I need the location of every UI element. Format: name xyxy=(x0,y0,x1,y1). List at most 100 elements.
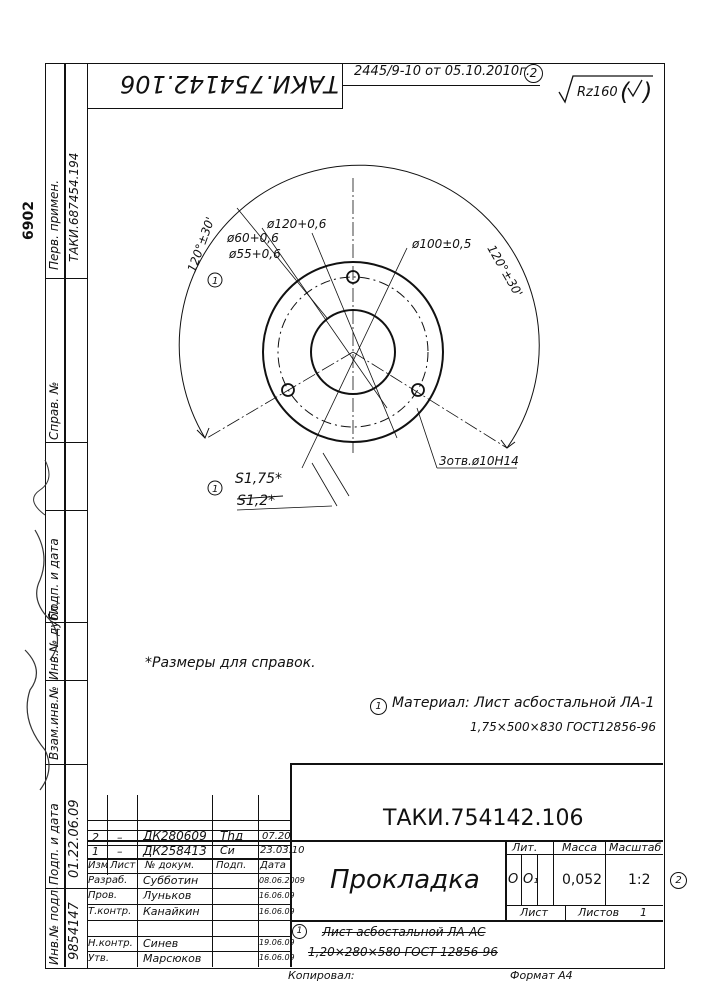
hdr-podp: Подп. xyxy=(216,860,247,871)
name-right xyxy=(505,840,507,920)
hole-left xyxy=(281,383,295,397)
scale-change-mark: 2 xyxy=(670,872,687,889)
rev1-podp: Си xyxy=(220,844,235,857)
lms-header-bottom xyxy=(505,854,663,855)
rev2-date: 07.20 xyxy=(262,831,291,842)
scale-label: Масштаб xyxy=(609,841,662,854)
dia120: ø120+0,6 xyxy=(266,217,327,231)
svg-text:(: ( xyxy=(620,78,631,106)
rev2-izm: 2 xyxy=(92,831,99,844)
hole-right xyxy=(411,383,425,397)
lit-c-b xyxy=(537,855,538,905)
person1-role: Пров. xyxy=(88,890,118,901)
side-signatures xyxy=(24,459,59,791)
change-note-box xyxy=(342,63,540,86)
designation: ТАКИ.754142.106 xyxy=(383,806,584,831)
person4-date: 19.06.09 xyxy=(259,938,295,947)
tb-designation-bottom xyxy=(87,840,663,842)
change-mark-circle: 2 xyxy=(524,64,543,83)
roughness-text: Rz160 xyxy=(577,85,618,100)
person4-role: Н.контр. xyxy=(88,938,133,949)
old-material-mark: 1 xyxy=(292,924,307,939)
person1-date: 16.06.09 xyxy=(259,891,295,900)
strip-line-6 xyxy=(45,764,87,766)
old-material-line2: 1,20×280×580 ГОСТ 12856-96 xyxy=(308,945,498,959)
roughness-symbol: Rz160 ( ) xyxy=(558,75,653,106)
rev-top xyxy=(87,820,290,821)
name-bottom xyxy=(290,920,663,922)
dia60: ø60+0,6 xyxy=(226,231,279,245)
lms-c1 xyxy=(553,840,555,905)
rev1-date: 23.03.10 xyxy=(260,845,305,856)
hdr-izm: Изм xyxy=(88,860,109,871)
left-strip xyxy=(45,63,88,969)
person2-role: Т.контр. xyxy=(88,906,132,917)
rev1-izm: 1 xyxy=(92,845,99,858)
rev-r8 xyxy=(87,936,290,937)
angle-left: 120°±30' xyxy=(185,215,218,274)
lms-c2 xyxy=(605,840,607,905)
mark-1-a: 1 xyxy=(212,276,218,287)
hdr-list: Лист xyxy=(110,860,136,871)
person4-name: Синев xyxy=(143,937,179,950)
rev-r9 xyxy=(87,951,290,952)
rev2-list: – xyxy=(117,831,123,844)
holes-note: 3отв.ø10H14 xyxy=(439,454,519,468)
sprav-label: Справ. № xyxy=(47,381,61,440)
top-code-mirrored: ТАКИ.754142.106 xyxy=(120,70,339,98)
top-code-box xyxy=(87,63,343,109)
sheet-label: Лист xyxy=(520,906,548,919)
perv-primen-label: Перв. примен. xyxy=(47,179,61,270)
podp-date-value: 01.22.06.09 xyxy=(67,799,82,878)
s175: S1,75* xyxy=(235,471,282,487)
mark-1-b: 1 xyxy=(212,484,218,495)
person0-date: 08.06.2009 xyxy=(259,876,305,885)
rev2-doc: ДК280609 xyxy=(143,829,207,843)
strip-divider xyxy=(64,63,66,967)
hdr-doc: № докум. xyxy=(145,860,195,871)
material-mark-circle: 1 xyxy=(370,698,387,715)
perv-primen-value: ТАКИ.687454.194 xyxy=(67,152,81,262)
svg-text:): ) xyxy=(641,78,652,106)
material-line2: 1,75×500×830 ГОСТ12856-96 xyxy=(470,720,657,734)
person0-role: Разраб. xyxy=(88,875,128,886)
rev-c2 xyxy=(137,795,139,967)
strip-line-3 xyxy=(45,510,87,512)
rev-r2 xyxy=(87,845,290,846)
rev-r7 xyxy=(87,920,290,921)
angle-right: 120°±30' xyxy=(484,243,525,300)
person5-name: Марсюков xyxy=(143,952,202,965)
person2-date: 16.06.09 xyxy=(259,907,295,916)
part-name: Прокладка xyxy=(330,865,480,895)
rev-r1 xyxy=(87,830,290,831)
dia55: ø55+0,6 xyxy=(228,247,281,261)
person5-role: Утв. xyxy=(88,953,109,964)
lit-c-a xyxy=(521,855,522,905)
rev-r6 xyxy=(87,904,290,905)
dia100: ø100±0,5 xyxy=(411,237,471,251)
strip-line-4 xyxy=(45,622,87,624)
s12: S1,2* xyxy=(237,493,275,509)
rev-r3 xyxy=(87,858,290,860)
mass-label: Масса xyxy=(562,841,598,854)
rev1-doc: ДК258413 xyxy=(143,844,207,858)
sheet-frame xyxy=(87,63,665,969)
rev-c3 xyxy=(212,795,214,967)
rev-c1 xyxy=(107,795,108,875)
format-label: Формат А4 xyxy=(510,969,573,982)
sheets-label: Листов xyxy=(578,906,620,919)
rev1-list: – xyxy=(117,845,123,858)
part-drawing: 120°±30' 120°±30' ø120+0,6 ø60+0,6 ø55+0… xyxy=(178,164,540,511)
tb-vert-main xyxy=(290,763,292,967)
scale-value: 1:2 xyxy=(628,872,651,888)
rev2-podp: Тhд xyxy=(220,829,244,843)
strip-line-2 xyxy=(45,442,87,444)
lit-value-1: О₁ xyxy=(523,872,539,887)
inv-podl-label: Инв.№ подл. xyxy=(47,886,61,965)
mass-value: 0,052 xyxy=(562,872,603,888)
person0-name: Субботин xyxy=(143,874,199,887)
lms-bottom xyxy=(505,905,663,907)
person2-name: Канайкин xyxy=(143,905,200,918)
sheets-value: 1 xyxy=(640,906,647,919)
hdr-date: Дата xyxy=(260,860,286,871)
